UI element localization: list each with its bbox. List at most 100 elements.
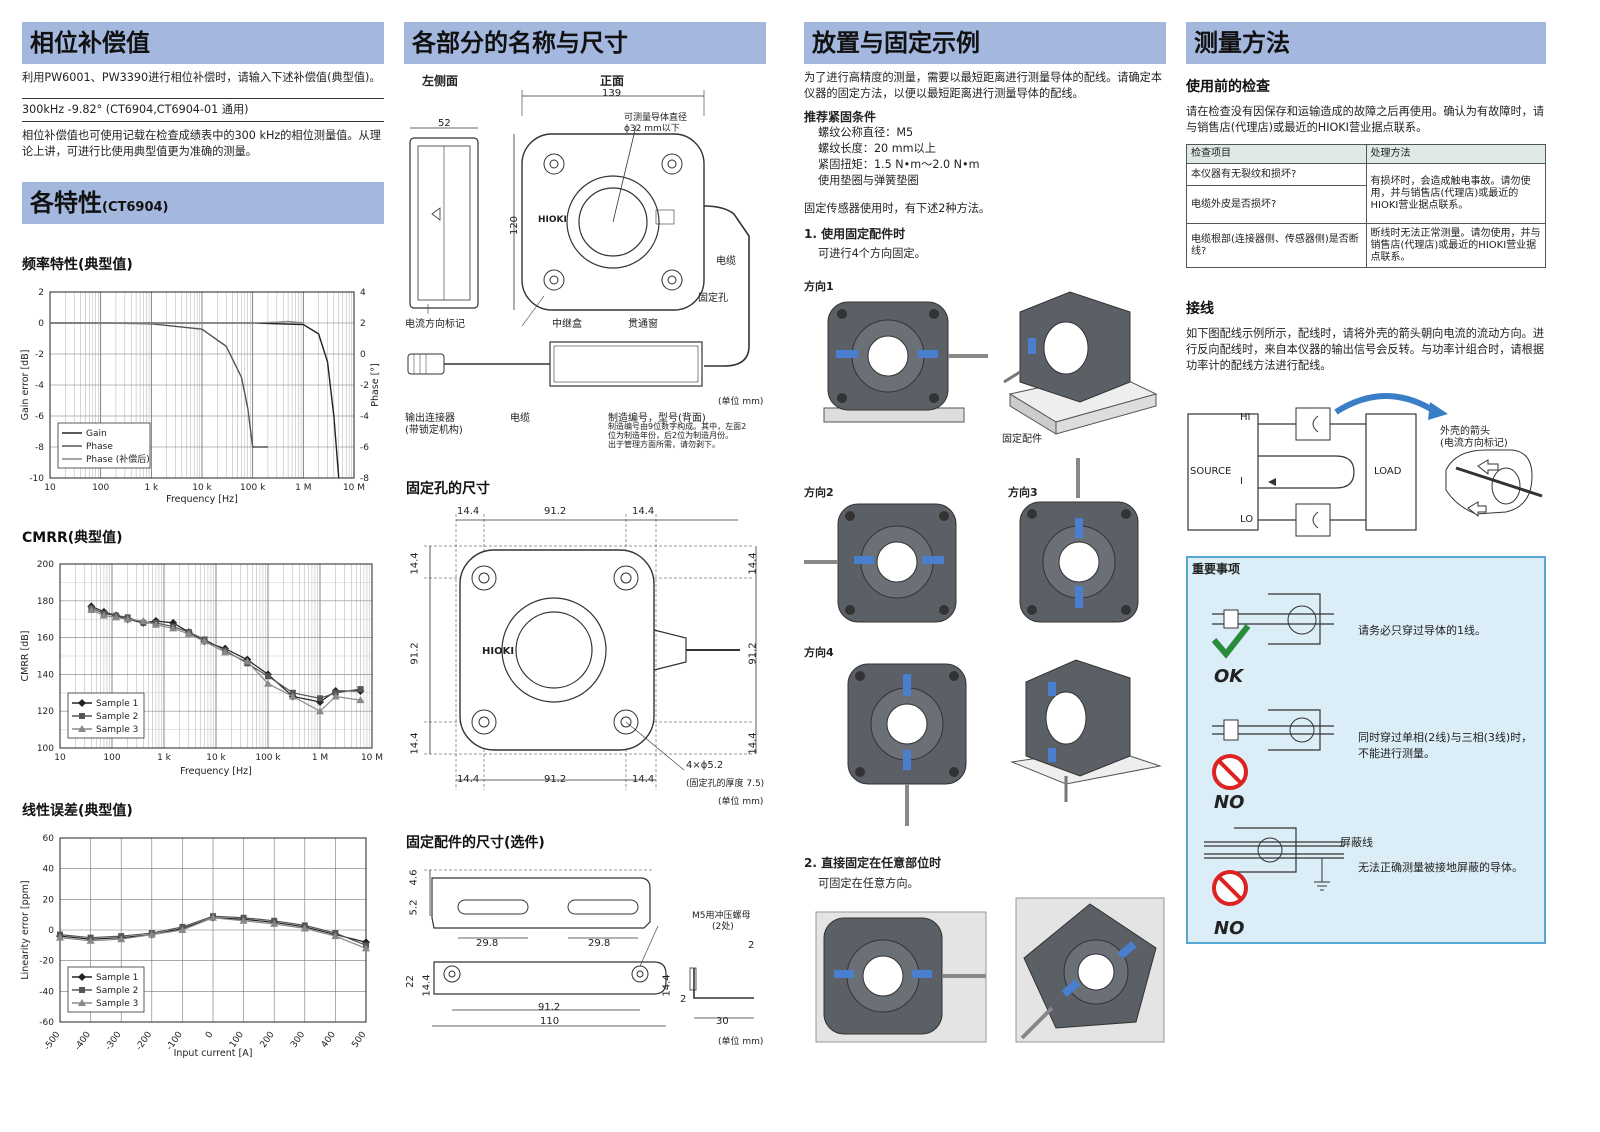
plot-frame bbox=[49, 291, 355, 479]
x-tick-label: -400 bbox=[73, 1030, 93, 1053]
y-tick-label: -2 bbox=[35, 350, 44, 360]
dim-91-2-bottom: 91.2 bbox=[544, 774, 567, 785]
dim-91-2-right: 91.2 bbox=[747, 642, 759, 665]
x-tick-label: 1 M bbox=[312, 753, 328, 763]
char-model: (CT6904) bbox=[102, 200, 169, 215]
dim-91-2-left: 91.2 bbox=[409, 642, 421, 665]
through-window bbox=[578, 187, 648, 257]
arrow-mark-icon bbox=[1477, 459, 1499, 476]
check-icon bbox=[1211, 624, 1251, 659]
x-tick-label: 400 bbox=[320, 1030, 338, 1050]
bracket-drawing bbox=[424, 869, 754, 1027]
y-tick-label: 200 bbox=[37, 560, 54, 570]
data-point bbox=[300, 924, 309, 932]
serial-note-1: 制造编号由9位数字构成。其中，左面2 bbox=[608, 422, 747, 431]
direction-3-label: 方向3 bbox=[1008, 486, 1038, 499]
y-tick-label: 140 bbox=[37, 670, 54, 680]
data-point bbox=[99, 611, 108, 619]
y2-tick-label: -2 bbox=[360, 381, 369, 391]
freq-chart-title: 频率特性(典型值) bbox=[22, 257, 133, 273]
data-point bbox=[112, 613, 121, 621]
section-title-characteristics: 各特性(CT6904) bbox=[22, 182, 384, 224]
wiring-diagram bbox=[1187, 393, 1543, 537]
column-measurement: 测量方法 使用前的检查 请在检查没有因保存和运输造成的故障之后再使用。确认为有故… bbox=[1186, 22, 1546, 374]
y-tick-label: 100 bbox=[37, 744, 54, 754]
bracket-top-view bbox=[431, 877, 651, 929]
label-relay-box: 中继盒 bbox=[552, 319, 582, 330]
rec-2: 螺纹长度：20 mm以上 bbox=[818, 142, 936, 155]
bracket-front-view bbox=[433, 961, 667, 995]
sensor-photo-direction-2 bbox=[804, 503, 957, 623]
series-line-2 bbox=[91, 607, 361, 699]
x-tick-label: 10 k bbox=[206, 753, 226, 763]
x-tick-label: 10 k bbox=[192, 483, 212, 493]
label-cable-bottom: 电缆 bbox=[510, 413, 530, 424]
x-tick-label: 500 bbox=[350, 1030, 368, 1050]
no-label-1: NO bbox=[1214, 792, 1245, 813]
x-tick-label: 200 bbox=[259, 1030, 277, 1050]
serial-note-2: 位为制造年份，后2位为制造月份。 bbox=[608, 431, 734, 440]
data-point bbox=[331, 932, 340, 940]
fixing-hole-drawing: HIOKI bbox=[424, 514, 757, 790]
dim-14-4-bracket-left: 14.4 bbox=[421, 974, 433, 997]
sensor-photo-any-direction-1 bbox=[815, 911, 987, 1043]
wiring-intro: 如下图配线示例所示，配线时，请将外壳的箭头朝向电流的流动方向。进行反向配线时，来… bbox=[1186, 327, 1545, 372]
data-point bbox=[178, 926, 187, 933]
y-tick-label: -40 bbox=[39, 987, 54, 997]
label-arrow-2: (电流方向标记) bbox=[1440, 438, 1508, 449]
important-3: 无法正确测量被接地屏蔽的导体。 bbox=[1358, 861, 1523, 874]
series-line-1 bbox=[91, 605, 361, 703]
unit-mm-3: (单位 mm) bbox=[718, 1037, 764, 1047]
legend-label: Sample 1 bbox=[96, 973, 138, 983]
x-tick-label: -200 bbox=[134, 1030, 154, 1053]
x-tick-label: 100 k bbox=[255, 753, 281, 763]
x-tick-label: 300 bbox=[289, 1030, 307, 1050]
x-tick-label: 0 bbox=[204, 1030, 216, 1041]
important-box: 重要事项 OK 请务必只穿过导体的1线。 NO 同时穿过单相(2线)与三相(3线… bbox=[1186, 556, 1546, 944]
data-point bbox=[169, 618, 178, 627]
legend-label: Phase (补偿后) bbox=[86, 453, 150, 465]
sensor-photo-any-direction-2 bbox=[1015, 897, 1165, 1043]
y-tick-label: 20 bbox=[43, 895, 55, 905]
rec-4: 使用垫圈与弹簧垫圈 bbox=[818, 174, 919, 187]
plot-frame bbox=[59, 837, 367, 1023]
hole-thickness: (固定孔的厚度 7.5) bbox=[686, 779, 765, 789]
curved-arrow bbox=[1334, 393, 1438, 415]
important-1: 请务必只穿过导体的1线。 bbox=[1358, 624, 1486, 637]
dim-14-4-bracket-right: 14.4 bbox=[661, 974, 673, 997]
table-row: 电缆外皮是否损坏? bbox=[1186, 185, 1546, 224]
x-tick-label: 100 bbox=[228, 1030, 246, 1050]
methods-intro: 固定传感器使用时，有下述2种方法。 bbox=[804, 202, 991, 215]
data-point bbox=[356, 696, 365, 704]
row3-item: 电缆根部(连接器侧、传感器侧)是否断线? bbox=[1186, 223, 1367, 268]
rec-1: 螺纹公称直径：M5 bbox=[818, 126, 914, 139]
cable-line bbox=[703, 205, 750, 367]
char-title-text: 各特性 bbox=[30, 189, 102, 217]
legend-marker bbox=[78, 699, 86, 707]
column-phase-compensation: 相位补偿值 利用PW6001、PW3390进行相位补偿时，请输入下述补偿值(典型… bbox=[22, 22, 384, 224]
dim-2-side: 2 bbox=[680, 994, 687, 1005]
relay-box bbox=[549, 341, 703, 387]
y2-tick-label: 0 bbox=[360, 350, 366, 360]
label-hi: HI bbox=[1240, 412, 1251, 423]
y-tick-label: 0 bbox=[38, 319, 44, 329]
label-fixing-hole: 固定孔 bbox=[698, 293, 728, 304]
no-illustration-1 bbox=[1212, 709, 1334, 790]
th-item: 检查项目 bbox=[1186, 144, 1367, 164]
x-tick-label: 1 k bbox=[144, 483, 159, 493]
x-tick-label: 10 M bbox=[361, 753, 383, 763]
dim-139: 139 bbox=[602, 88, 622, 99]
no-illustration-2 bbox=[1204, 827, 1344, 906]
data-point bbox=[270, 919, 279, 927]
data-point bbox=[357, 686, 364, 693]
series-line-3 bbox=[91, 609, 361, 712]
section-title-placement: 放置与固定示例 bbox=[804, 22, 1166, 64]
dim-14-4-right-bottom: 14.4 bbox=[747, 732, 759, 755]
y-tick-label: -10 bbox=[29, 474, 44, 484]
column-placement: 放置与固定示例 为了进行高精度的测量，需要以最短距离进行测量导体的配线。请确定本… bbox=[804, 22, 1166, 262]
bracket-title: 固定配件的尺寸(选件) bbox=[406, 835, 545, 851]
label-serial: 制造编号，型号(背面) bbox=[608, 413, 706, 424]
ok-illustration bbox=[1211, 593, 1334, 659]
x-axis-label: Frequency [Hz] bbox=[180, 766, 252, 777]
y2-axis-label: Phase [°] bbox=[370, 363, 381, 407]
